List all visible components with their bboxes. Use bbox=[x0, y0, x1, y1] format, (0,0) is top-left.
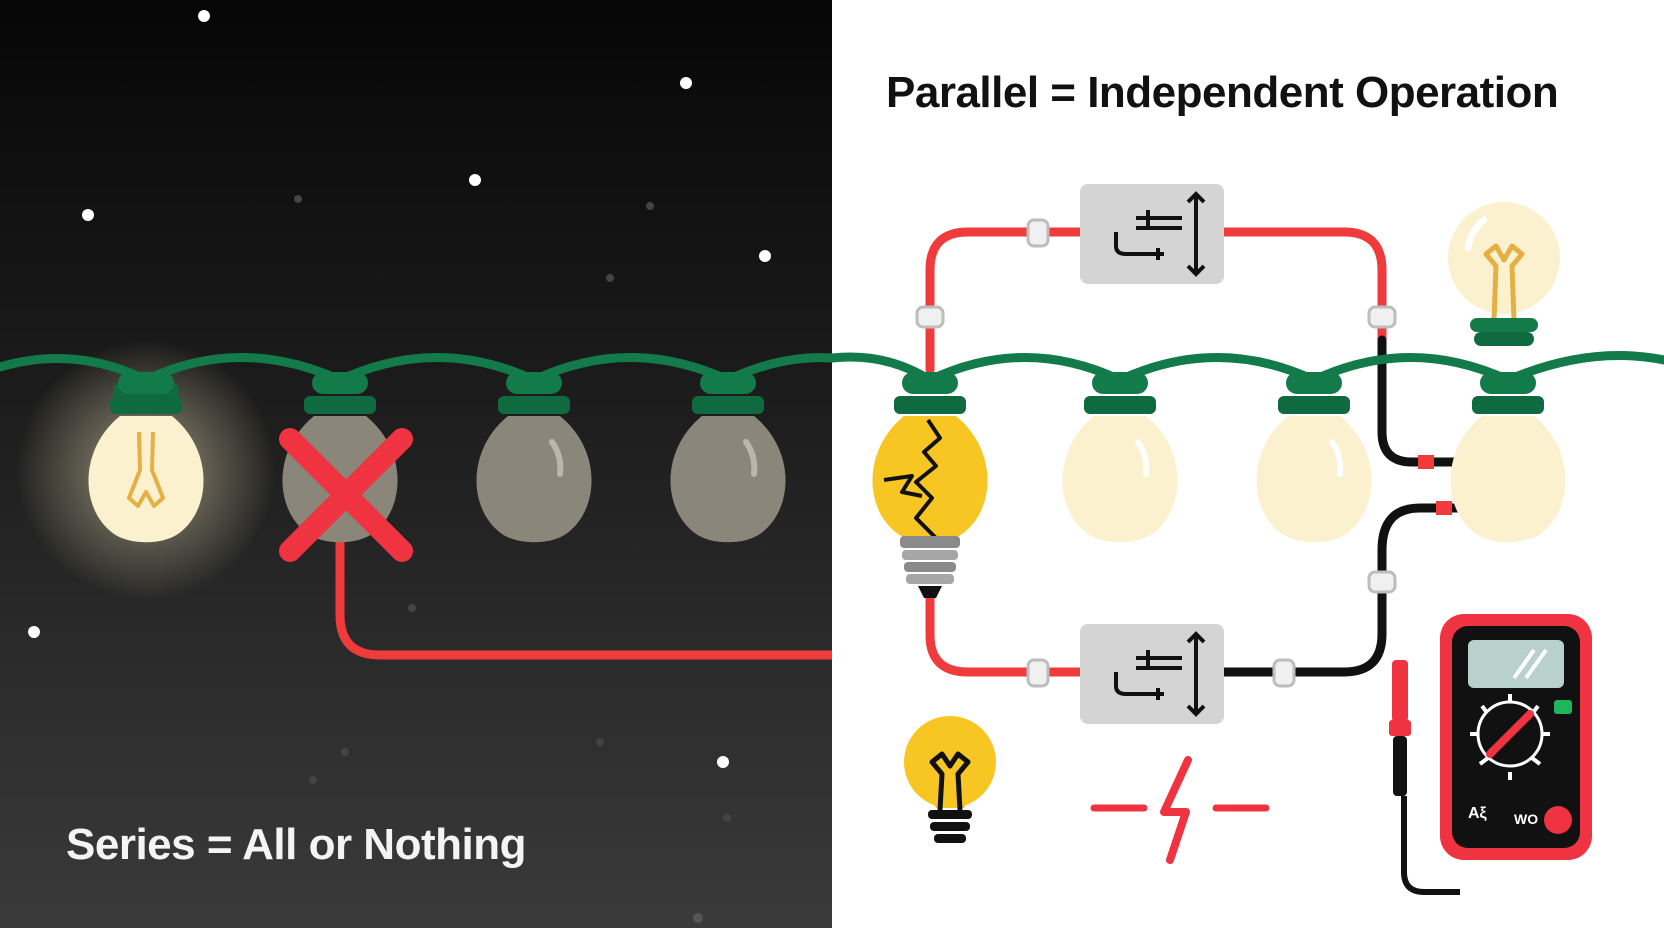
series-bulb-lit bbox=[88, 372, 204, 543]
parallel-black-wire-right bbox=[1377, 335, 1465, 467]
multimeter-icon: Aξ WO bbox=[1389, 614, 1592, 895]
spare-bulb-icon bbox=[1448, 202, 1560, 346]
multimeter-label-left: Aξ bbox=[1468, 805, 1488, 822]
multimeter-label-right: WO bbox=[1514, 811, 1538, 827]
series-bulb-off bbox=[476, 372, 592, 543]
series-caption: Series = All or Nothing bbox=[66, 820, 526, 869]
parallel-caption: Parallel = Independent Operation bbox=[886, 68, 1559, 117]
switch-box-icon bbox=[1080, 624, 1224, 724]
parallel-bulb-lit bbox=[1062, 372, 1178, 543]
yellow-bulb-icon bbox=[904, 716, 996, 843]
parallel-red-wire-bottom bbox=[925, 593, 1087, 677]
series-bulb-off bbox=[670, 372, 786, 543]
stars bbox=[28, 10, 771, 923]
parallel-bulb-lit bbox=[1256, 372, 1372, 543]
series-red-wire bbox=[335, 540, 832, 660]
lightning-icon bbox=[1090, 756, 1270, 864]
x-mark-icon bbox=[279, 428, 413, 562]
parallel-red-wire-top bbox=[925, 227, 1387, 375]
wire-connectors bbox=[915, 218, 1397, 688]
parallel-bulb-cracked bbox=[872, 372, 988, 598]
parallel-bulb-lit bbox=[1450, 372, 1566, 543]
switch-box-icon bbox=[1080, 184, 1224, 284]
parallel-green-wire bbox=[827, 351, 1664, 386]
